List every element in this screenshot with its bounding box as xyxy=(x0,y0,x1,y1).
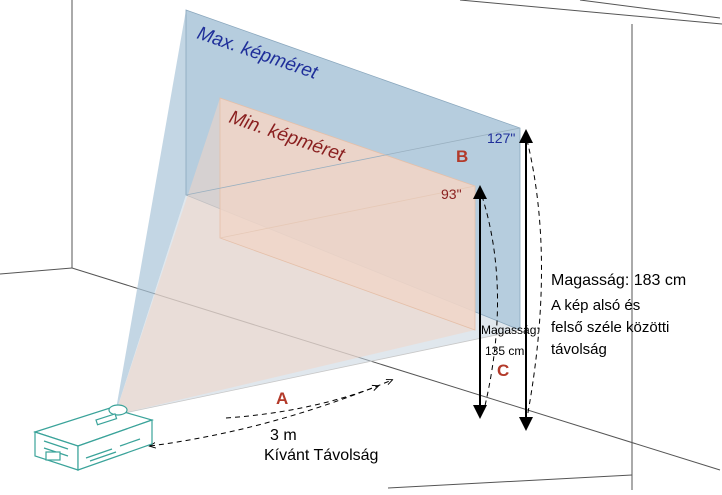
distance-value: 3 m xyxy=(270,427,297,444)
offset-label-line3: távolság xyxy=(551,341,607,358)
offset-label-line2: felső széle közötti xyxy=(551,319,669,336)
letter-b-label: B xyxy=(456,147,468,166)
projector-icon xyxy=(33,404,154,471)
min-height-label-line2: 135 cm xyxy=(485,344,524,358)
min-height-label-line1: Magasság: xyxy=(481,323,540,337)
max-height-label: Magasság: 183 cm xyxy=(551,272,686,289)
max-diagonal-line xyxy=(185,127,521,196)
letter-c-label: C xyxy=(497,361,509,380)
diagonal-max-label: 127" xyxy=(487,130,515,146)
min-diagonal-line xyxy=(219,185,476,239)
letter-a-label: A xyxy=(276,389,288,408)
distance-arrow-short xyxy=(225,386,378,419)
min-offset-curve xyxy=(481,195,499,411)
distance-caption: Kívánt Távolság xyxy=(264,447,378,464)
offset-label-line1: A kép alsó és xyxy=(551,297,640,314)
diagonal-min-label: 93" xyxy=(441,186,462,202)
max-offset-curve xyxy=(526,139,542,419)
